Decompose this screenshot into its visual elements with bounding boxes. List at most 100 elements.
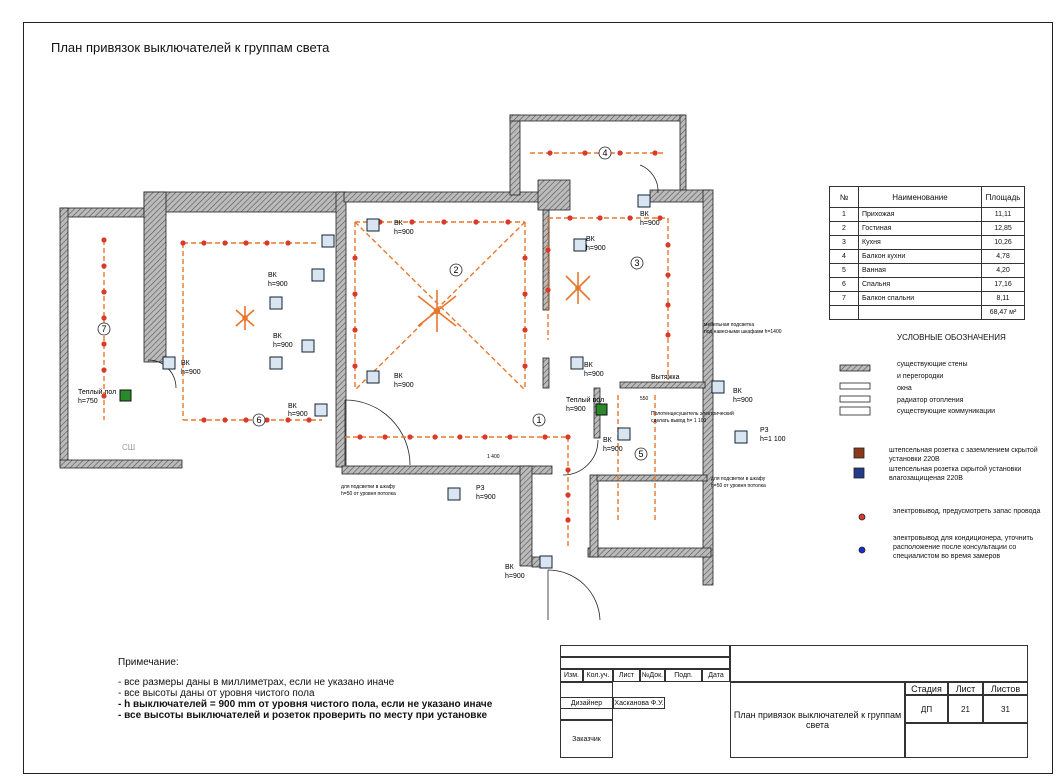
lamp-point: [409, 219, 415, 225]
lamp-point: [264, 240, 270, 246]
lamp-point: [243, 240, 249, 246]
vk-label: ВК: [586, 236, 596, 243]
wardrobe-light-note: для подсветки в шкафу: [711, 476, 766, 482]
stamp-izm: Изм.: [560, 669, 583, 682]
legend-symbols: [839, 364, 871, 554]
lamp-point: [627, 215, 633, 221]
lamp-point: [665, 302, 671, 308]
note-line: - все размеры даны в миллиметрах, если н…: [118, 677, 395, 688]
lamp-point: [306, 417, 312, 423]
symbol-outlet-wire: электровывод, предусмотреть запас провод…: [893, 508, 1041, 515]
lamp-point: [545, 287, 551, 293]
lamp-point: [457, 434, 463, 440]
vk-label: ВК: [733, 388, 743, 395]
stamp-ndok: №Док.: [640, 669, 665, 682]
stamp-podp: Подп.: [665, 669, 702, 682]
lamp-point: [101, 315, 107, 321]
lamp-point: [352, 255, 358, 261]
hood-label: Вытяжка: [651, 374, 680, 381]
room-number-2: 2: [453, 265, 458, 275]
lamp-point: [565, 434, 571, 440]
towel-rail-note: Полотенцесушитель электрический: [651, 410, 734, 417]
h-label: h=900: [603, 446, 623, 453]
lamp-point: [665, 242, 671, 248]
lamp-point: [352, 327, 358, 333]
lamp-point: [545, 247, 551, 253]
chandelier-kitchen: [565, 272, 591, 304]
lamp-point: [101, 367, 107, 373]
lamp-point: [522, 291, 528, 297]
symbol-socket-wet: штепсельная розетка скрытой установки вл…: [889, 466, 1022, 482]
symbol-windows: окна: [897, 385, 912, 392]
cell-number: 6: [829, 277, 859, 292]
note-line-bold: - все высоты выключателей и розеток пров…: [118, 710, 488, 721]
h-label: h=900: [586, 245, 606, 252]
cell-number: 5: [829, 263, 859, 278]
lamp-point: [565, 492, 571, 498]
cell-number: 1: [829, 207, 859, 222]
switch-box-icon: [314, 403, 328, 417]
stamp-koluch: Кол.уч.: [583, 669, 613, 682]
warm-floor-sensor-icon: [119, 389, 132, 402]
lamp-points: [101, 150, 671, 523]
stamp-sheets-header: Листов: [983, 682, 1028, 695]
cell-area: 12,85: [981, 221, 1025, 236]
switch-box-icon: [570, 356, 584, 370]
lamp-point: [473, 219, 479, 225]
h-label: h=900: [394, 382, 414, 389]
total-area: 68,47 м²: [981, 305, 1025, 320]
light-wiring: [103, 152, 669, 548]
lamp-point: [201, 240, 207, 246]
title-block: Изм. Кол.уч. Лист №Док. Подп. Дата Дизай…: [560, 645, 1028, 758]
cell-name: Балкон спальни: [858, 291, 982, 306]
symbols-title: УСЛОВНЫЕ ОБОЗНАЧЕНИЯ: [897, 333, 1006, 342]
page-title: План привязок выключателей к группам све…: [51, 40, 330, 55]
vk-label: ВК: [273, 333, 283, 340]
wardrobe-light-height: h=50 от уровня потолка: [711, 483, 766, 489]
symbol-outlet-ac: электровывод для кондиционера, уточнить …: [893, 535, 1034, 560]
stamp-list: Лист: [613, 669, 640, 682]
vk-label: ВК: [181, 360, 191, 367]
switch-box-icon: [301, 339, 315, 353]
switch-box-icon: [162, 356, 176, 370]
switch-labels: ВК h=900 ВК h=900 ВК h=900 ВК h=900 ВК h…: [78, 211, 786, 580]
chandelier-living: [417, 290, 457, 332]
lamp-point: [482, 434, 488, 440]
lamp-point: [101, 263, 107, 269]
cell-area: 4,78: [981, 249, 1025, 264]
h-label: h=900: [476, 494, 496, 501]
switch-box-icon: [366, 218, 380, 232]
room-number-6: 6: [256, 415, 261, 425]
lamp-point: [522, 255, 528, 261]
lamp-point: [352, 291, 358, 297]
switch-boxes: [162, 194, 748, 569]
switch-box-icon: [539, 555, 553, 569]
warm-floor-label: Теплый пол: [78, 388, 116, 396]
stamp-customer: Заказчик: [560, 720, 613, 758]
cell-name: Кухня: [858, 235, 982, 250]
lamp-point: [507, 434, 513, 440]
r3-label: Р3: [476, 485, 485, 492]
lamp-point: [522, 327, 528, 333]
lamp-point: [547, 150, 553, 156]
lamp-point: [505, 219, 511, 225]
warm-floor-sensor-icon-2: [595, 403, 608, 416]
h-label: h=900: [181, 369, 201, 376]
cell-area: 11,11: [981, 207, 1025, 222]
cell-number: 4: [829, 249, 859, 264]
stamp-stage-header: Стадия: [905, 682, 948, 695]
cell-name: Ванная: [858, 263, 982, 278]
vk-label: ВК: [394, 220, 404, 227]
r3-label: Р3: [760, 427, 769, 434]
col-header-name: Наименование: [858, 186, 982, 208]
lamp-point: [522, 363, 528, 369]
lamp-point: [222, 417, 228, 423]
stamp-sheet: 21: [948, 695, 983, 723]
